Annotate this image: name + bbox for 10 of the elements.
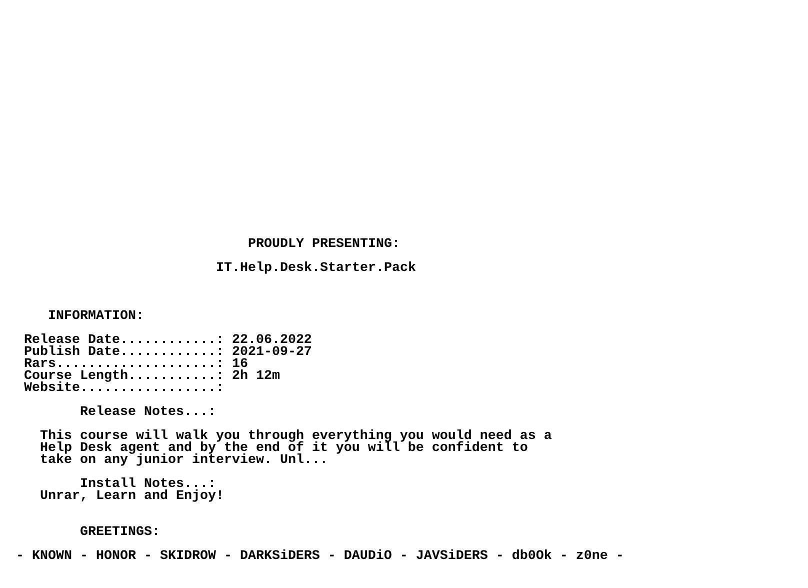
info-line: Publish Date............: 2021-09-27: [24, 347, 312, 359]
heading-text: PROUDLY PRESENTING:: [248, 239, 400, 251]
section-heading: GREETINGS:: [80, 527, 160, 539]
section-heading: Release Notes...:: [80, 407, 216, 419]
release-name: IT.Help.Desk.Starter.Pack: [216, 263, 416, 275]
note-text: Unrar, Learn and Enjoy!: [40, 491, 224, 503]
description-paragraph: This course will walk you through everything you would need as a Help Desk agent and by the end of it you will be confident to take on any junior interview. Unl...: [40, 431, 553, 467]
section-heading: INFORMATION:: [48, 311, 144, 323]
info-line: Website.................:: [24, 383, 224, 395]
greetings-line: - KNOWN - HONOR - SKIDROW - DARKSiDERS - DAUDiO - JAVSiDERS - db0Ok - z0ne -: [16, 551, 624, 563]
